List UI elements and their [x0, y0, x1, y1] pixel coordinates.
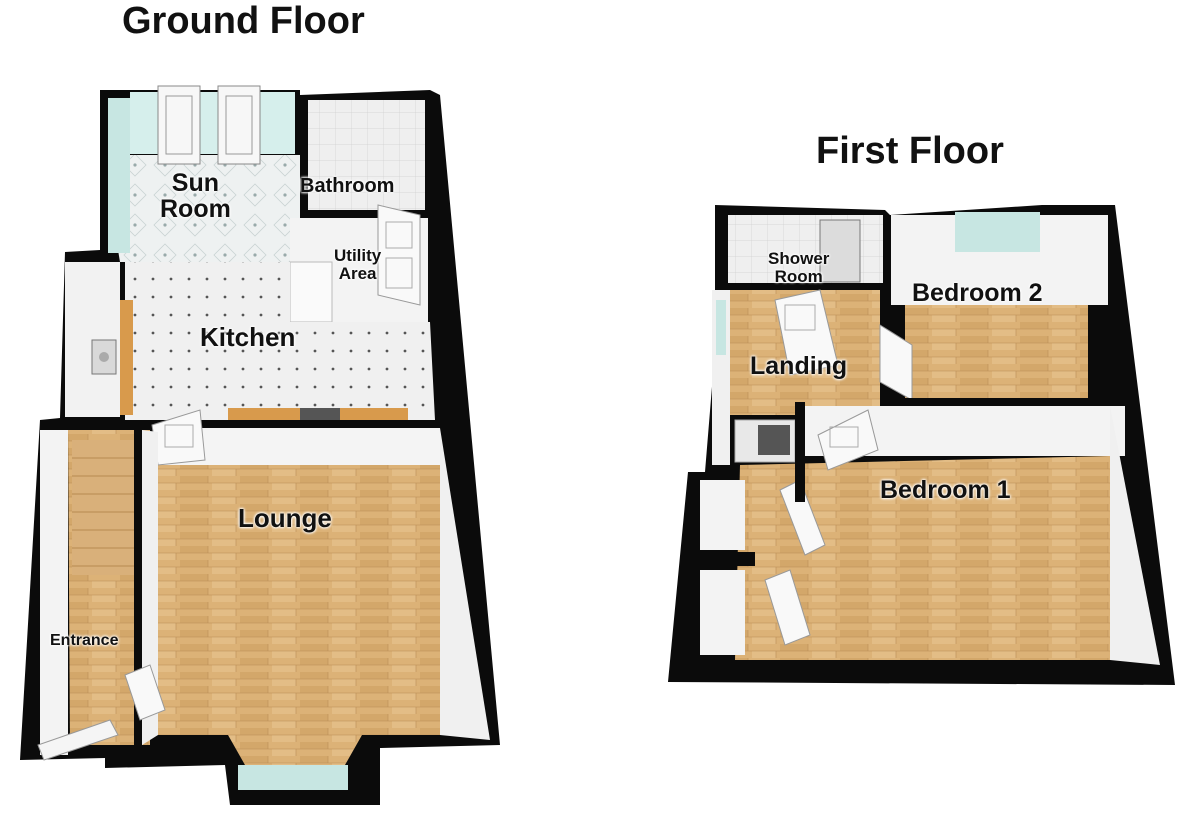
kitchen-floor [125, 262, 435, 420]
cupboard-door-icon-1 [779, 479, 826, 556]
bathroom-bottom-wall [308, 210, 428, 217]
staircase-icon [72, 440, 134, 575]
lounge-wall-right [440, 428, 490, 740]
room-label-landing: Landing [750, 352, 848, 380]
first-floor-title: First Floor [816, 130, 1004, 172]
sink-icon [91, 339, 117, 375]
ground-floor-title: Ground Floor [122, 0, 365, 42]
bedroom-1-wall-right [1110, 406, 1160, 665]
bay-window [238, 765, 348, 790]
bedroom-2-window [955, 212, 1040, 252]
lounge-door-icon [124, 664, 166, 721]
landing-partition [795, 402, 805, 502]
hob-icon [300, 408, 340, 420]
utility-cupboard [289, 261, 333, 323]
entrance-partition-wall [134, 430, 142, 760]
cupboard-door-icon-2 [764, 569, 811, 646]
room-label-utility-area: Utility Area [334, 246, 382, 283]
bedroom-1-floor [735, 456, 1110, 660]
first-floor-plan [668, 205, 1175, 685]
cupboard-divider [695, 552, 755, 566]
cupboard-upper [700, 480, 745, 550]
utility-door-icon [377, 204, 421, 306]
entrance-wall-left [40, 430, 68, 755]
shower-room-door-icon [774, 289, 839, 376]
ground-floor-plan [20, 85, 500, 805]
room-label-entrance: Entrance [50, 632, 119, 649]
room-label-bedroom-1: Bedroom 1 [880, 476, 1011, 504]
lounge-floor [158, 465, 440, 765]
shower-room-bottom-wall [728, 283, 888, 289]
bathroom-floor [305, 100, 425, 210]
sun-room-window-left [108, 98, 130, 253]
french-door-left-icon [157, 85, 201, 165]
bedroom-2-partition-wall [884, 215, 891, 405]
bedroom-2-floor [905, 305, 1088, 400]
shower-enclosure [819, 219, 861, 283]
bedroom-1-door-icon [817, 409, 879, 471]
sun-room-window-top [130, 92, 295, 154]
room-label-bathroom: Bathroom [300, 175, 395, 197]
french-door-right-icon [217, 85, 261, 165]
bathroom-partition-wall [300, 95, 308, 265]
room-label-bedroom-2: Bedroom 2 [912, 279, 1043, 307]
kitchen-left-worktop [118, 300, 133, 415]
bedroom-2-bottom-wall [880, 398, 1125, 406]
cupboard-lower [700, 570, 745, 655]
sun-room-floor [112, 155, 300, 262]
room-label-shower-room: Shower Room [768, 249, 830, 286]
landing-cupboard [734, 419, 796, 463]
lounge-wall-top [158, 428, 440, 465]
room-label-lounge: Lounge [238, 503, 332, 533]
room-label-kitchen: Kitchen [200, 322, 296, 352]
landing-window [716, 300, 726, 355]
lounge-partition-wall [150, 420, 440, 428]
front-door-icon [37, 719, 119, 761]
room-label-sun-room: Sun Room [160, 169, 231, 224]
